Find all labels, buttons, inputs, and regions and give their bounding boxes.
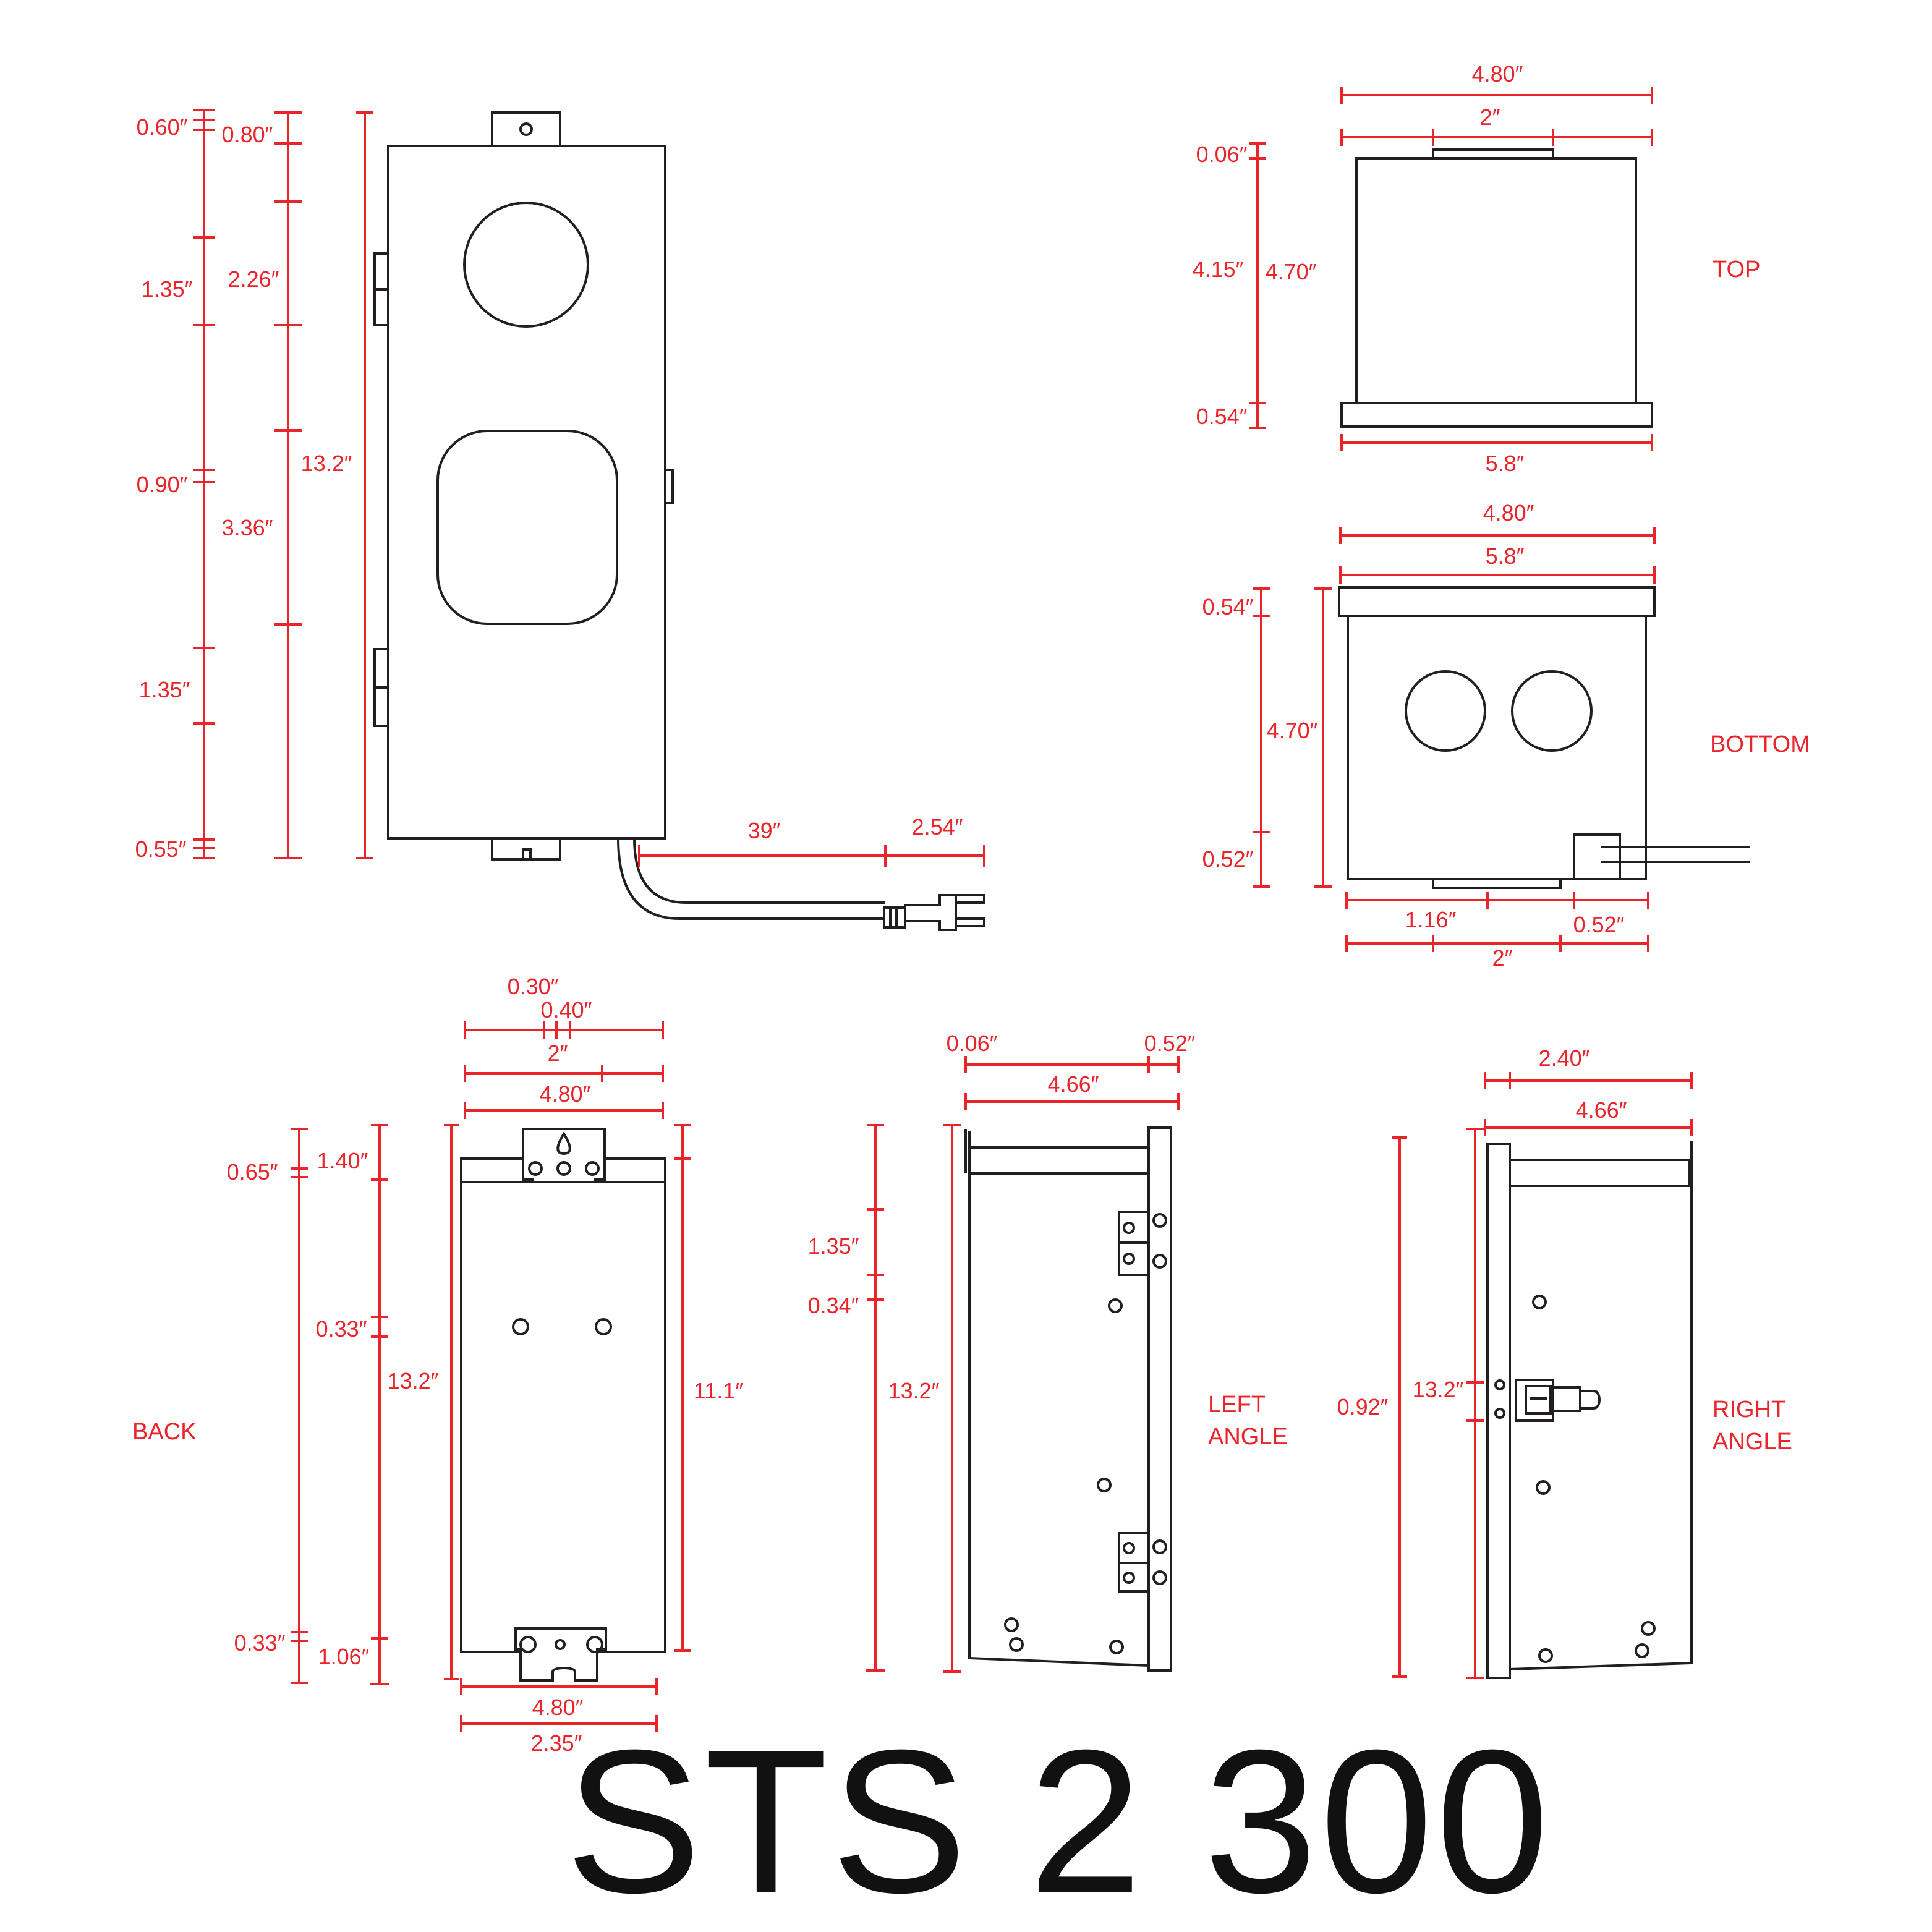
right-dimension-lines [1392, 1072, 1693, 1679]
dim-right-0-92: 0.92″ [1337, 1394, 1389, 1419]
dim-left-13-2: 13.2″ [888, 1378, 940, 1403]
dim-back-11-1: 11.1″ [694, 1378, 743, 1403]
dim-left-0-52: 0.52″ [1144, 1031, 1196, 1056]
dim-bottom-2: 2″ [1492, 945, 1513, 971]
dim-back-2: 2″ [548, 1040, 568, 1066]
dim-back-4-80-top: 4.80″ [540, 1081, 591, 1107]
left-view-label-line2: ANGLE [1208, 1424, 1288, 1450]
left-view-label-line1: LEFT [1208, 1392, 1266, 1418]
dim-top-0-54: 0.54″ [1196, 404, 1248, 429]
dim-top-4-80: 4.80″ [1472, 61, 1523, 87]
latch-icon [1515, 1379, 1601, 1422]
dim-back-0-65: 0.65″ [227, 1159, 278, 1185]
front-view: 0.60″ 0.80″ 1.35″ 2.26″ 13.2″ 0.90″ 3.36… [135, 109, 985, 931]
dim-front-0-90: 0.90″ [137, 472, 188, 497]
back-view: 0.30″ 0.40″ 2″ 4.80″ 0.65″ 1.40″ 0.33″ 1… [132, 974, 743, 1756]
dim-left-0-34: 0.34″ [808, 1293, 859, 1318]
dim-right-13-2: 13.2″ [1413, 1377, 1464, 1402]
power-cord [617, 838, 985, 931]
dim-front-13-2: 13.2″ [301, 451, 352, 476]
top-dimension-lines [1249, 87, 1653, 451]
dim-top-0-06: 0.06″ [1196, 142, 1248, 167]
right-view-label-line2: ANGLE [1713, 1429, 1792, 1455]
dim-back-0-33-mid: 0.33″ [316, 1316, 367, 1342]
dim-front-2-26: 2.26″ [228, 266, 279, 292]
right-angle-view: 2.40″ 4.66″ 0.92″ 13.2″ RIGHT ANGLE [1337, 1045, 1792, 1679]
front-dimension-lines [193, 109, 985, 867]
dim-back-1-40: 1.40″ [317, 1148, 368, 1173]
dim-front-3-36: 3.36″ [222, 515, 273, 540]
bottom-view: 4.80″ 5.8″ 0.54″ 4.70″ 0.52″ 1.16″ 0.52″… [1202, 500, 1810, 971]
dim-back-4-80-bottom: 4.80″ [532, 1695, 584, 1720]
dim-back-2-35: 2.35″ [531, 1730, 582, 1756]
dim-bottom-4-70: 4.70″ [1267, 718, 1318, 743]
dim-bottom-1-16: 1.16″ [1405, 907, 1457, 932]
dim-back-1-06: 1.06″ [318, 1644, 370, 1669]
round-outlet-opening [463, 202, 589, 328]
right-outline [1486, 1141, 1693, 1679]
back-outline [460, 1128, 666, 1682]
back-view-label: BACK [132, 1419, 196, 1445]
top-outline [1340, 148, 1653, 428]
dim-top-2: 2″ [1480, 104, 1500, 130]
dim-bottom-0-54: 0.54″ [1202, 594, 1254, 619]
dim-bottom-0-52: 0.52″ [1202, 846, 1254, 872]
right-view-label-line1: RIGHT [1713, 1397, 1785, 1423]
dim-front-0-55: 0.55″ [135, 836, 187, 862]
dim-bottom-5-8: 5.8″ [1486, 543, 1525, 569]
back-dimension-lines [291, 1021, 691, 1732]
knockout-hole-left [1405, 670, 1486, 752]
left-angle-view: 0.06″ 0.52″ 4.66″ 1.35″ 0.34″ 13.2″ LEFT… [808, 1031, 1288, 1673]
dim-top-4-70: 4.70″ [1266, 259, 1317, 284]
dim-back-0-30: 0.30″ [508, 974, 559, 999]
rect-outlet-opening [436, 430, 618, 625]
dim-bottom-0-52-width: 0.52″ [1573, 912, 1625, 937]
dim-front-0-80: 0.80″ [222, 122, 273, 147]
dim-right-4-66: 4.66″ [1576, 1097, 1627, 1123]
dim-left-4-66: 4.66″ [1048, 1071, 1099, 1097]
dim-front-1-35-top: 1.35″ [142, 276, 193, 302]
dim-top-5-8: 5.8″ [1486, 451, 1525, 476]
dim-back-0-40: 0.40″ [541, 997, 592, 1023]
dim-top-4-15: 4.15″ [1193, 257, 1244, 282]
knockout-hole-right [1511, 670, 1593, 752]
dim-left-1-35: 1.35″ [808, 1233, 859, 1259]
dim-bottom-4-80: 4.80″ [1483, 500, 1534, 526]
dim-back-0-33-bottom: 0.33″ [234, 1630, 286, 1656]
left-outline [964, 1126, 1172, 1672]
left-dimension-lines [866, 1056, 1180, 1673]
dim-cord-length: 39″ [748, 818, 781, 843]
model-name: STS 2 300 [565, 1707, 1551, 1932]
dim-right-2-40: 2.40″ [1539, 1045, 1590, 1071]
top-view-label: TOP [1713, 257, 1760, 283]
bottom-dimension-lines [1253, 527, 1656, 952]
dim-left-0-06: 0.06″ [947, 1031, 998, 1056]
dim-front-1-35-bottom: 1.35″ [139, 677, 190, 702]
dim-plug-length: 2.54″ [912, 814, 963, 840]
dim-back-13-2: 13.2″ [388, 1368, 439, 1394]
top-view: 4.80″ 2″ 0.06″ 4.15″ 4.70″ 0.54″ 5.8″ TO… [1193, 61, 1761, 476]
bottom-outline [1338, 586, 1750, 889]
bottom-view-label: BOTTOM [1710, 731, 1810, 757]
dim-front-0-60: 0.60″ [137, 114, 188, 140]
front-enclosure [373, 111, 674, 861]
